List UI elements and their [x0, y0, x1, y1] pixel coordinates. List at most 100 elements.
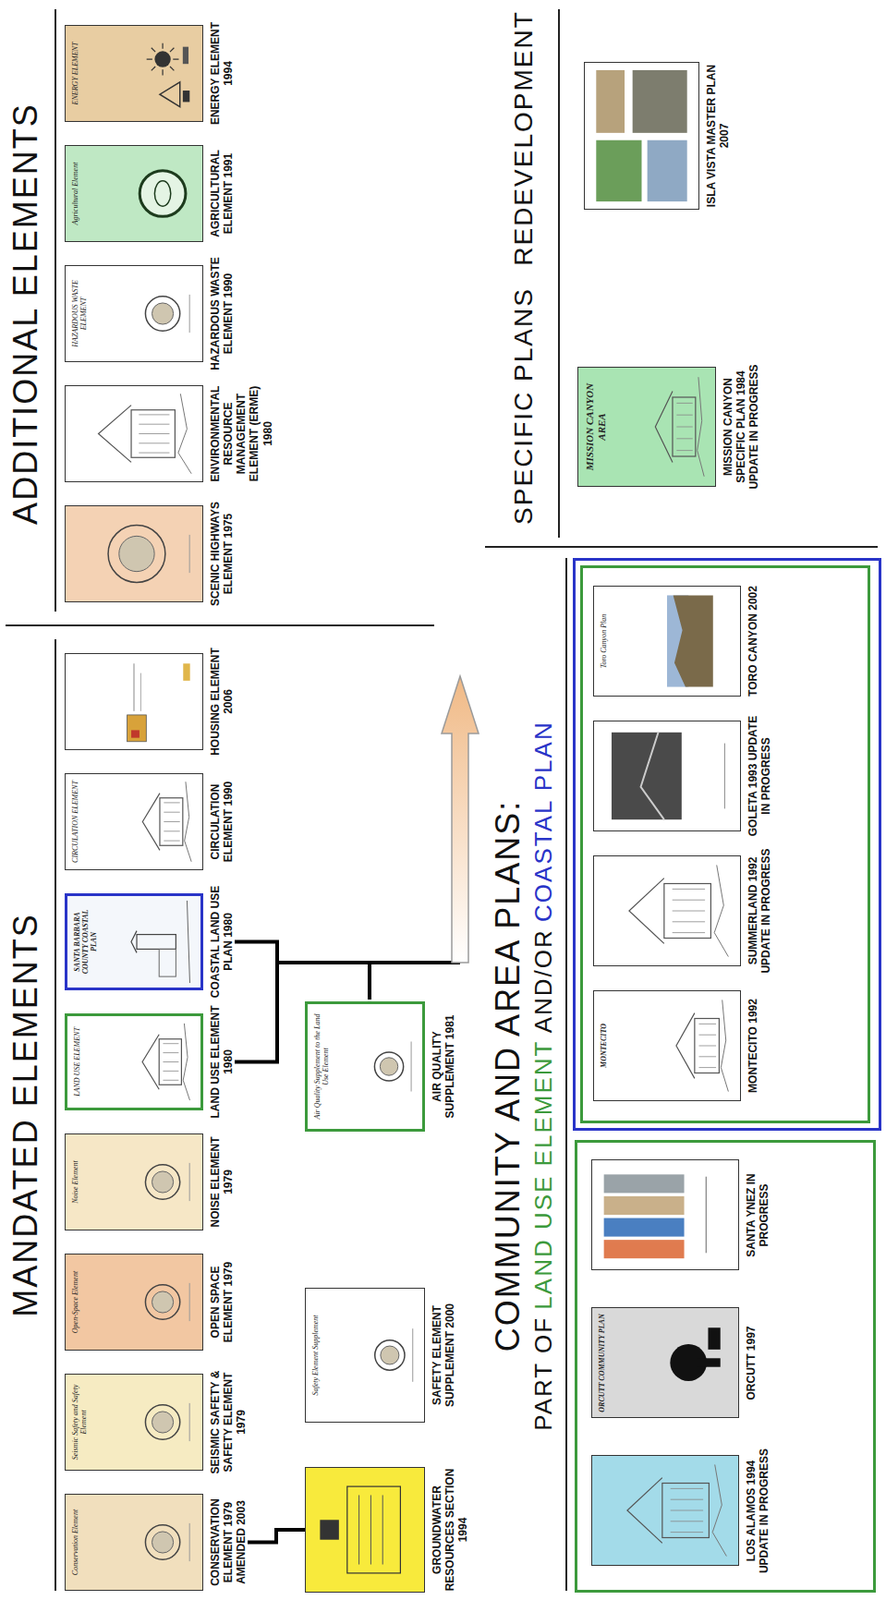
cover-art-shape	[664, 884, 712, 939]
cover-art-shape	[632, 70, 688, 134]
plan-group: MONTECITOMONTECITO 1992SUMMERLAND 1992 U…	[572, 558, 882, 1131]
document-cover: MONTECITO	[593, 990, 741, 1102]
cover-art	[305, 1288, 425, 1422]
cover-art-shape	[131, 729, 140, 738]
document-label: NOISE ELEMENT 1979	[208, 1124, 235, 1240]
document-node: Safety Element SupplementSAFETY ELEMENT …	[304, 1286, 457, 1425]
cover-art-shape	[720, 999, 729, 1092]
cover-art-shape	[152, 1171, 174, 1193]
cover-art-shape	[319, 1519, 339, 1540]
document-label: SEISMIC SAFETY & SAFETY ELEMENT 1979	[208, 1364, 248, 1481]
cover-art-shape	[670, 1510, 704, 1512]
cover-art-shape	[138, 442, 170, 444]
cover-art-shape	[189, 1283, 191, 1322]
cover-art-shape	[178, 393, 192, 474]
document-cover: Open-Space Element	[64, 1253, 204, 1351]
document-cover	[591, 1160, 740, 1272]
cover-art	[594, 991, 741, 1101]
section-heading: PART OFLAND USE ELEMENTAND/ORCOASTAL PLA…	[530, 551, 558, 1600]
cover-art-shape	[672, 921, 705, 923]
cover-art-shape	[159, 798, 183, 847]
cover-art-shape	[676, 1013, 695, 1080]
cover-art-shape	[163, 840, 180, 842]
cover-art	[594, 721, 741, 831]
cover-art-shape	[145, 1525, 180, 1560]
cover-art-shape	[604, 1175, 685, 1194]
cover-art-shape	[138, 433, 170, 435]
cover-art-shape	[145, 296, 180, 331]
document-node: ISLA VISTA MASTER PLAN 2007	[583, 57, 731, 215]
document-label: MISSION CANYON SPECIFIC PLAN 1984 UPDATE…	[721, 357, 761, 497]
cover-art-shape	[382, 1494, 384, 1565]
document-cover	[64, 505, 204, 603]
heading-rule	[54, 639, 57, 1591]
cover-art-shape	[163, 801, 180, 803]
cover-art-shape	[694, 1019, 720, 1074]
document-label: ENVIRONMENTAL RESOURCE MANAGEMENT ELEMEN…	[208, 376, 275, 492]
cover-art-shape	[647, 140, 688, 202]
document-node: MISSION CANYON AREAMISSION CANYON SPECIF…	[577, 357, 761, 497]
document-node: GROUNDWATER RESOURCES SECTION 1994	[304, 1465, 470, 1595]
cover-art-shape	[374, 1052, 403, 1081]
cover-art-shape	[655, 391, 673, 463]
cover-art-shape	[370, 1494, 372, 1565]
cover-art-shape	[131, 931, 137, 954]
document-node: Agricultural ElementAGRICULTURAL ELEMENT…	[64, 135, 235, 252]
cover-art	[65, 1254, 203, 1350]
cover-art-shape	[152, 1291, 174, 1313]
cover-art-shape	[380, 1346, 400, 1365]
document-label: TORO CANYON 2002	[746, 576, 760, 706]
cover-art-shape	[151, 66, 156, 71]
cover-art-shape	[145, 1165, 180, 1200]
document-cover: MISSION CANYON AREA	[577, 366, 717, 487]
cover-title: SANTA BARBARA COUNTY COASTAL PLAN	[67, 896, 99, 988]
document-label: SCENIC HIGHWAYS ELEMENT 1975	[208, 496, 235, 612]
cover-title: Toro Canyon Plan	[594, 586, 608, 696]
heading-text: LAND USE ELEMENT	[530, 1040, 558, 1311]
document-label: CIRCULATION ELEMENT 1990	[208, 764, 235, 880]
cover-art-shape	[182, 663, 190, 681]
cover-art-shape	[724, 743, 726, 810]
cover-art	[594, 586, 741, 696]
cover-art-shape	[133, 663, 135, 712]
document-cover: Conservation Element	[64, 1493, 204, 1591]
cover-art	[65, 774, 203, 870]
cover-art-shape	[162, 1061, 179, 1063]
cover-art-shape	[412, 1328, 413, 1383]
cover-art-shape	[161, 43, 163, 49]
cover-art-shape	[162, 1052, 179, 1054]
cover-art-shape	[162, 1043, 179, 1044]
document-node: Conservation ElementCONSERVATION ELEMENT…	[64, 1484, 248, 1600]
cover-art-shape	[595, 70, 625, 134]
cover-art-shape	[189, 1523, 191, 1562]
heading-text: COASTAL PLAN	[530, 720, 558, 923]
cover-art-shape	[138, 424, 170, 425]
cover-title: MONTECITO	[594, 991, 608, 1101]
cover-title: ORCUTT COMMUNITY PLAN	[592, 1309, 607, 1419]
cover-art-shape	[169, 48, 174, 52]
document-cover	[64, 653, 204, 751]
cover-art-shape	[189, 1403, 191, 1442]
document-node: SANTA YNEZ IN PROGRESS	[591, 1148, 771, 1283]
heading-text: ADDITIONAL ELEMENTS	[7, 102, 45, 525]
cover-art-shape	[676, 402, 692, 404]
flow-arrow	[441, 676, 479, 963]
cover-art	[592, 1309, 739, 1419]
cover-art-shape	[172, 58, 179, 60]
document-cover: Safety Element Supplement	[304, 1287, 425, 1423]
cover-art-shape	[379, 1057, 398, 1076]
cover-art-shape	[604, 1240, 685, 1260]
connector-line	[247, 1529, 305, 1543]
document-cover: ENERGY ELEMENT	[64, 24, 204, 122]
cover-art-shape	[162, 1070, 179, 1072]
document-label: AGRICULTURAL ELEMENT 1991	[208, 135, 235, 252]
document-node: ORCUTT COMMUNITY PLANORCUTT 1997	[591, 1296, 758, 1431]
cover-art	[65, 1494, 203, 1590]
document-label: ENERGY ELEMENT 1994	[208, 15, 235, 132]
document-label: HOUSING ELEMENT 2006	[208, 643, 235, 760]
cover-art-shape	[98, 405, 133, 463]
cover-art-shape	[411, 1042, 413, 1093]
cover-title: Safety Element Supplement	[305, 1288, 320, 1422]
cover-art-shape	[604, 1196, 685, 1215]
